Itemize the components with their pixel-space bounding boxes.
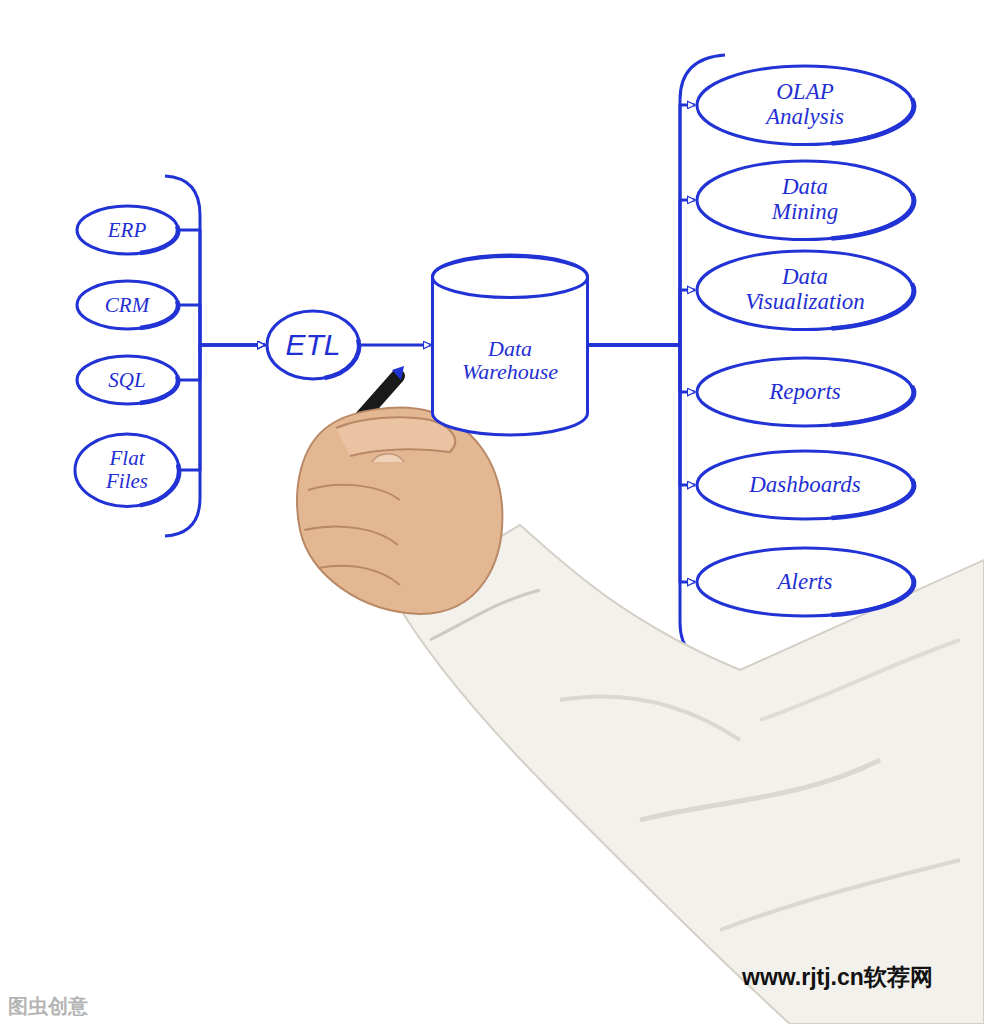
text-block: Alerts — [778, 570, 833, 595]
process-ellipse: OLAP Analysis — [695, 64, 915, 147]
node-label: Data Visualization — [745, 265, 865, 315]
ellipse-border — [77, 281, 178, 329]
node-label: Alerts — [778, 570, 833, 595]
watermark: www.rjtj.cn软荐网 — [742, 962, 933, 993]
process-ellipse: ETL — [265, 309, 361, 381]
sleeve-fold — [720, 860, 960, 930]
flow-arrow — [181, 345, 265, 470]
node-label: CRM — [105, 294, 149, 317]
process-ellipse: Dashboards — [695, 449, 915, 521]
process-ellipse: SQL — [75, 354, 180, 406]
node-label: Reports — [769, 380, 841, 405]
node-label: Data Mining — [772, 175, 838, 225]
node-label: ETL — [285, 329, 340, 361]
text-block: Reports — [769, 380, 841, 405]
flow-arrow — [180, 305, 265, 345]
process-ellipse: ERP — [75, 204, 180, 256]
finger-crease — [318, 566, 400, 585]
text-block: Data Warehouse — [462, 306, 558, 384]
process-ellipse: Data Visualization — [695, 249, 915, 332]
flow-arrow — [361, 344, 431, 347]
text-block: SQL — [108, 369, 145, 392]
node-label: SQL — [108, 369, 145, 392]
node-label: OLAP Analysis — [766, 80, 844, 130]
hand — [297, 408, 502, 614]
text-block: ETL — [285, 329, 340, 361]
cylinder-body — [433, 255, 588, 435]
text-block: OLAP Analysis — [766, 80, 844, 130]
text-block: Data Mining — [772, 175, 838, 225]
flow-arrow — [589, 200, 695, 345]
ellipse-stroke-accent — [831, 386, 914, 425]
process-ellipse: CRM — [75, 279, 180, 331]
ellipse-stroke-accent — [831, 576, 914, 615]
text-block: CRM — [105, 294, 149, 317]
node-label: Dashboards — [749, 473, 861, 498]
text-block: ERP — [108, 219, 146, 242]
process-ellipse: Data Mining — [695, 159, 915, 242]
marker-tip — [392, 366, 404, 380]
ellipse-stroke-accent — [831, 193, 914, 238]
finger-crease — [308, 485, 400, 500]
shirt-sleeve — [395, 525, 984, 1024]
finger-crease — [304, 526, 398, 545]
right-bracket — [680, 55, 725, 666]
ellipse-border — [77, 356, 178, 404]
ellipse-border — [267, 311, 359, 379]
process-ellipse: Flat Files — [73, 432, 181, 508]
ellipse-border — [75, 434, 179, 506]
text-block: Data Visualization — [745, 265, 865, 315]
flow-arrow — [180, 345, 265, 380]
node-label: Data Warehouse — [462, 337, 558, 385]
process-ellipse: Reports — [695, 356, 915, 428]
flow-arrow — [589, 290, 695, 345]
sleeve-fold — [640, 760, 880, 820]
process-ellipse: Alerts — [695, 546, 915, 618]
fingernail — [372, 454, 404, 462]
node-label: ERP — [108, 219, 146, 242]
node-label: Flat Files — [106, 447, 148, 492]
sleeve-fold — [760, 640, 960, 720]
flow-arrow — [589, 345, 695, 582]
database-cylinder: Data Warehouse — [431, 255, 589, 435]
text-block: Dashboards — [749, 473, 861, 498]
sleeve-fold — [560, 696, 740, 740]
watermark: 图虫创意 — [8, 993, 88, 1020]
thumb — [336, 417, 455, 456]
cylinder-top — [433, 257, 588, 298]
text-block: Flat Files — [106, 447, 148, 492]
flow-arrow — [589, 105, 695, 345]
flow-arrow — [180, 230, 265, 345]
ellipse-border — [77, 206, 178, 254]
